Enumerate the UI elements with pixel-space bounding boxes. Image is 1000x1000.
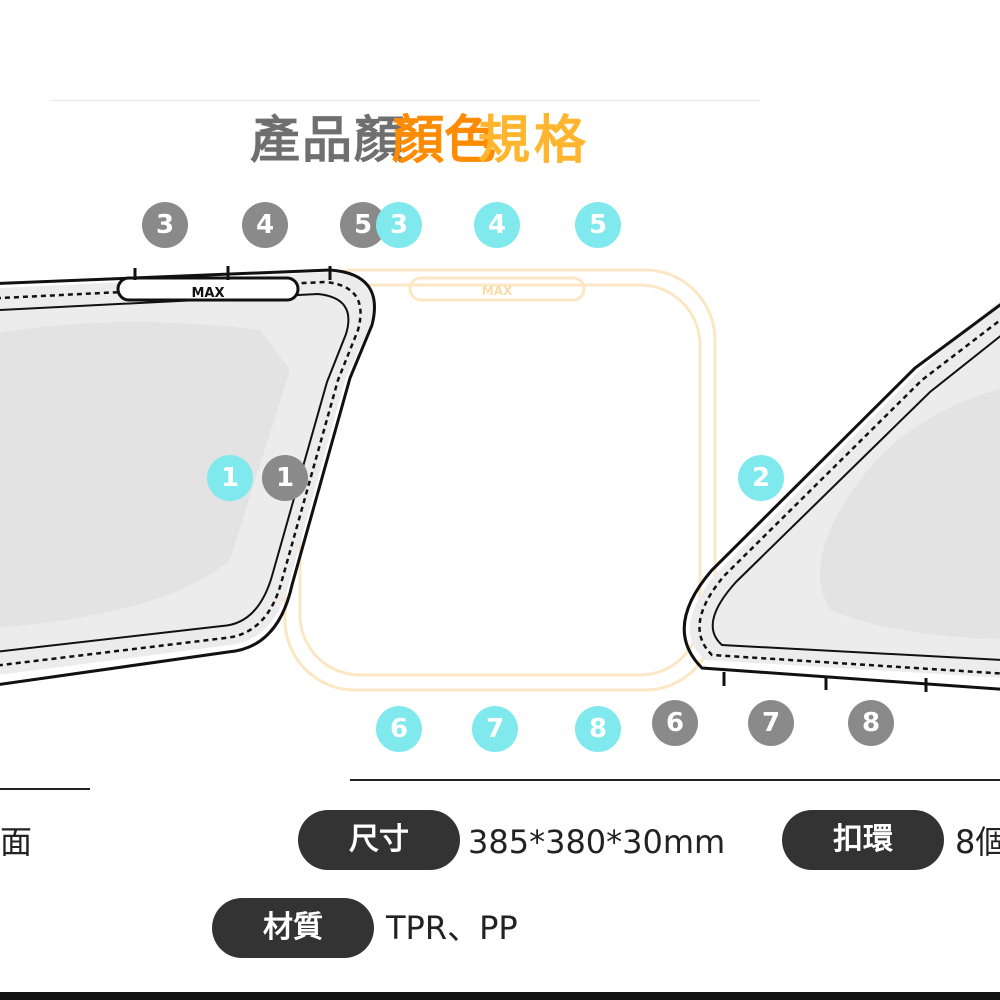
left-frame bbox=[0, 266, 376, 686]
badge-8-gray: 8 bbox=[848, 700, 894, 746]
badge-8-cyan: 8 bbox=[575, 706, 621, 752]
divider-right bbox=[350, 779, 1000, 781]
badge-4-cyan: 4 bbox=[474, 202, 520, 248]
badge-3-cyan: 3 bbox=[376, 202, 422, 248]
badge-7-cyan: 7 bbox=[472, 706, 518, 752]
badge-6-gray: 6 bbox=[652, 700, 698, 746]
badge-4-gray: 4 bbox=[242, 202, 288, 248]
buckle-label-pill: 扣環 bbox=[782, 810, 944, 870]
size-value: 385*380*30mm bbox=[468, 823, 726, 861]
divider-left bbox=[0, 788, 90, 790]
badge-7-gray: 7 bbox=[748, 700, 794, 746]
title-orange-text: 顏色 bbox=[392, 111, 497, 171]
partial-left-text: 面 bbox=[0, 823, 33, 861]
material-value: TPR、PP bbox=[386, 909, 518, 947]
center-logo: MAX bbox=[482, 284, 513, 298]
badge-1-gray: 1 bbox=[262, 455, 308, 501]
bottom-bar bbox=[0, 992, 1000, 1000]
badge-5-cyan: 5 bbox=[575, 202, 621, 248]
title-yellow-text: 規格 bbox=[478, 111, 591, 171]
title-underline bbox=[50, 100, 760, 101]
badge-1-cyan: 1 bbox=[207, 455, 253, 501]
badge-6-cyan: 6 bbox=[376, 706, 422, 752]
buckle-value: 8個 bbox=[955, 823, 1000, 861]
left-logo: MAX bbox=[191, 286, 224, 301]
size-label-pill: 尺寸 bbox=[298, 810, 460, 870]
material-label-pill: 材質 bbox=[212, 898, 374, 958]
badge-3-gray: 3 bbox=[142, 202, 188, 248]
right-frame bbox=[682, 300, 1000, 692]
page-title: 產品顏 顏色 規格 bbox=[0, 100, 1000, 171]
title-gray-text: 產品顏 bbox=[250, 111, 406, 169]
badge-2-cyan: 2 bbox=[738, 455, 784, 501]
